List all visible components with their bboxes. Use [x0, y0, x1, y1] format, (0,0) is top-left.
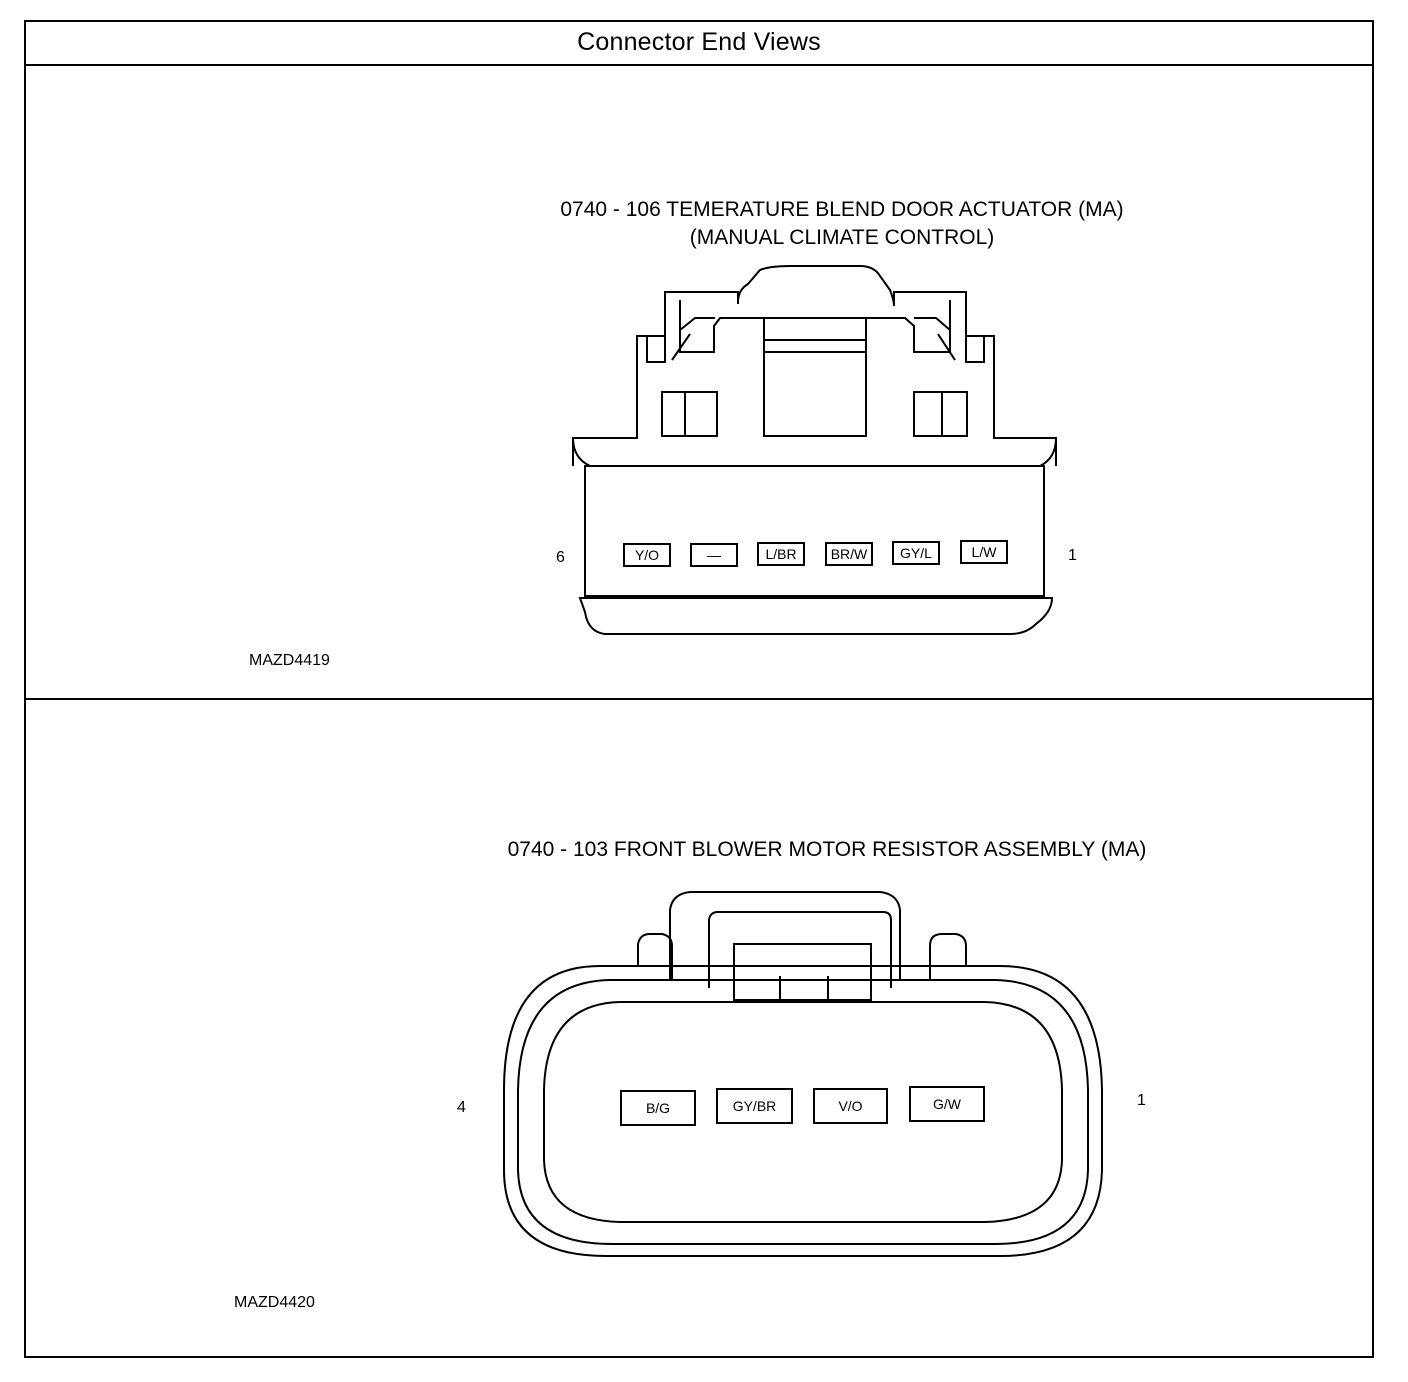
pin-number-right: 1	[1068, 547, 1077, 564]
pin-number-left: 4	[457, 1099, 466, 1116]
page-title: Connector End Views	[577, 28, 821, 56]
pin-label: L/BR	[757, 542, 805, 566]
connector-title: 0740 - 103 FRONT BLOWER MOTOR RESISTOR A…	[507, 838, 1147, 861]
pin-number-right: 1	[1137, 1092, 1146, 1109]
page-frame	[24, 20, 1374, 1358]
figure-code: MAZD4420	[234, 1294, 315, 1311]
pin-label: GY/BR	[716, 1088, 793, 1124]
pin-label: —	[690, 543, 738, 567]
figure-code: MAZD4419	[249, 652, 330, 669]
pin-label: L/W	[960, 540, 1008, 564]
pin-label: BR/W	[825, 542, 873, 566]
pin-label: B/G	[620, 1090, 696, 1126]
section-divider	[24, 698, 1374, 700]
pin-label: GY/L	[892, 541, 940, 565]
connector-title-line1: 0740 - 106 TEMERATURE BLEND DOOR ACTUATO…	[560, 198, 1124, 221]
pin-label: G/W	[909, 1086, 985, 1122]
pin-number-left: 6	[556, 549, 565, 566]
pin-label: V/O	[813, 1088, 888, 1124]
connector-title-line2: (MANUAL CLIMATE CONTROL)	[689, 226, 995, 249]
header-bar: Connector End Views	[24, 20, 1374, 66]
pin-label: Y/O	[623, 543, 671, 567]
